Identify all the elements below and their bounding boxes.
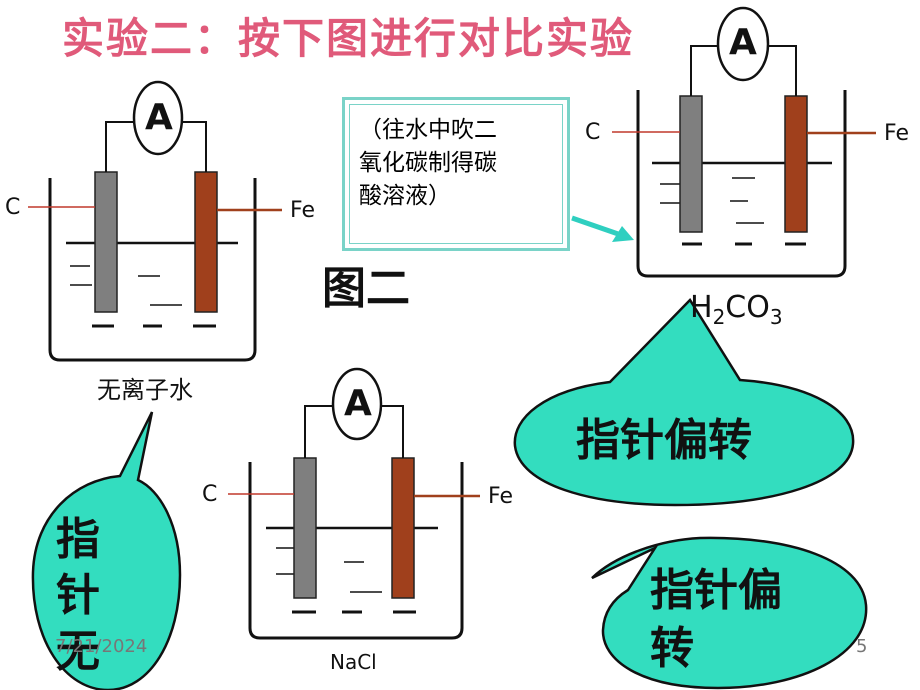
note-line: （往水中吹二 (359, 117, 497, 143)
formula-subscript: 2 (712, 305, 726, 329)
formula-subscript: 3 (769, 305, 783, 329)
callout-char: 指 (56, 514, 100, 565)
iron-electrode (194, 171, 218, 313)
wire-right (180, 121, 207, 172)
carbon-electrode (679, 95, 703, 233)
carbon-label: C (5, 195, 21, 220)
note-line: 酸溶液） (359, 183, 451, 209)
callout-deflection-top (513, 297, 855, 507)
beaker (48, 178, 257, 362)
wire-left (690, 45, 718, 96)
ammeter-letter: A (145, 97, 173, 138)
ammeter-letter: A (729, 22, 757, 63)
note-line: 氧化碳制得碳 (359, 150, 497, 176)
callout-deflection-bottom (591, 536, 868, 690)
iron-electrode (784, 95, 808, 233)
iron-label: Fe (290, 198, 315, 223)
water-marks (660, 177, 764, 224)
setup-sodium-chloride (228, 367, 480, 640)
solution-label-nacl: NaCl (330, 650, 377, 674)
callout-line: 转 (650, 623, 694, 674)
carbon-label: C (585, 120, 601, 145)
iron-label: Fe (884, 121, 909, 146)
slide-title: 实验二：按下图进行对比实验 (62, 14, 635, 60)
formula-part: H (690, 290, 713, 325)
ammeter-letter: A (344, 383, 372, 424)
setup-deionized-water (28, 80, 282, 362)
callout-text-deflection: 指针偏转 (576, 415, 752, 466)
note-arrow (571, 215, 634, 242)
solution-label-carbonic-acid: H2CO3 (690, 290, 783, 329)
beaker (248, 462, 464, 640)
callout-text-no-deflection: 指 针 无 (56, 512, 106, 690)
callout-line: 指针偏 (650, 565, 782, 616)
callout-char: 针 (56, 570, 100, 621)
water-marks (70, 265, 182, 306)
iron-label: Fe (488, 484, 513, 509)
solution-label-deionized-water: 无离子水 (97, 376, 193, 404)
note-box: （往水中吹二 氧化碳制得碳 酸溶液） (342, 97, 570, 251)
beaker (636, 90, 847, 278)
carbon-electrode (293, 457, 317, 599)
callout-char: 无 (56, 626, 100, 677)
carbon-electrode (94, 171, 118, 313)
footer-date: 7/21/2024 (55, 636, 148, 657)
setup-carbonic-acid (612, 6, 876, 278)
ammeter (716, 6, 770, 82)
callout-text-deflection-bottom: 指针偏 转 (650, 562, 782, 678)
page-number: 5 (856, 636, 868, 657)
wire-left (105, 121, 135, 172)
wire-right (768, 45, 797, 96)
wire-left (304, 405, 334, 458)
figure-label: 图二 (322, 263, 410, 314)
ammeter (331, 367, 383, 441)
formula-part: CO (725, 290, 770, 325)
wire-right (380, 405, 404, 458)
ammeter (132, 80, 184, 156)
water-marks (276, 547, 382, 593)
iron-electrode (391, 457, 415, 599)
carbon-label: C (202, 482, 218, 507)
